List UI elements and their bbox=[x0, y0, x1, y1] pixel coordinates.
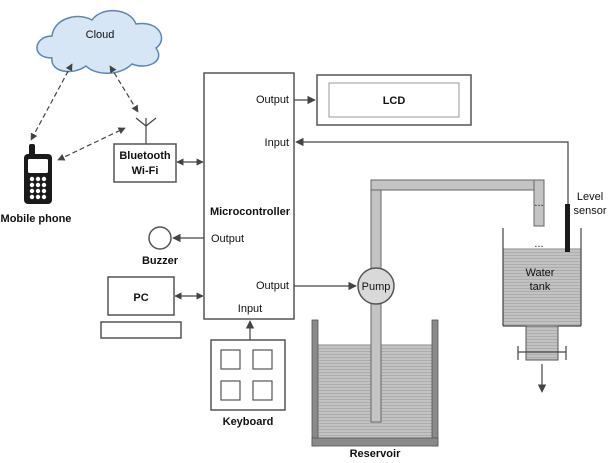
reservoir-left-wall bbox=[311, 319, 319, 447]
water-tank-outlet bbox=[525, 325, 559, 361]
mobile-phone-label: Mobile phone bbox=[1, 213, 72, 225]
pump-icon bbox=[357, 267, 395, 305]
keyboard-key bbox=[220, 380, 241, 401]
output-buzzer-label: Output bbox=[211, 233, 244, 245]
buzzer: Buzzer bbox=[142, 226, 179, 267]
level-sensor-label-line2: sensor bbox=[573, 205, 606, 217]
bluetooth-box bbox=[113, 143, 177, 183]
wifi-label: Wi-Fi bbox=[132, 165, 159, 177]
pc-monitor bbox=[107, 276, 175, 316]
reservoir-right-wall bbox=[431, 319, 439, 447]
cloud-phone-link bbox=[30, 63, 73, 141]
cloud: Cloud bbox=[36, 10, 163, 74]
water-tank-label-line2: tank bbox=[530, 281, 551, 293]
input-keyboard-label: Input bbox=[238, 303, 262, 315]
level-sensor-label-line1: Level bbox=[577, 191, 603, 203]
mobile-phone: Mobile phone bbox=[1, 144, 72, 225]
output-pump-label: Output bbox=[256, 280, 289, 292]
sensor-mcu-arrow bbox=[295, 137, 569, 204]
pc: PC bbox=[100, 276, 182, 339]
bluetooth-wifi-module: Bluetooth Wi-Fi bbox=[113, 117, 177, 183]
cloud-label: Cloud bbox=[86, 29, 115, 41]
pc-keyboard-base bbox=[100, 321, 182, 339]
cloud-shape bbox=[36, 10, 163, 74]
pc-label: PC bbox=[133, 292, 148, 304]
keyboard: Keyboard bbox=[210, 339, 286, 428]
bluetooth-label: Bluetooth bbox=[119, 150, 171, 162]
lcd-label: LCD bbox=[383, 95, 406, 107]
buzzer-icon bbox=[148, 226, 172, 250]
water-tank-water bbox=[503, 248, 581, 326]
level-sensor-probe bbox=[565, 204, 570, 252]
horizontal-pipe bbox=[370, 179, 545, 191]
drip-dots: ... bbox=[534, 238, 543, 250]
riser-pipe bbox=[370, 179, 382, 273]
lcd-screen bbox=[328, 82, 460, 118]
keyboard-key bbox=[252, 349, 273, 370]
output-lcd-label: Output bbox=[256, 94, 289, 106]
reservoir-bottom bbox=[311, 437, 439, 447]
keyboard-label: Keyboard bbox=[223, 416, 274, 428]
keyboard-key bbox=[220, 349, 241, 370]
lcd-display: LCD bbox=[316, 74, 472, 126]
mobile-phone-icon bbox=[24, 144, 52, 204]
antenna-icon bbox=[135, 117, 157, 144]
water-tank: Water tank ... ... bbox=[502, 197, 582, 361]
reservoir-label: Reservoir bbox=[350, 448, 401, 458]
drip-dots: ... bbox=[534, 197, 543, 209]
intake-pipe bbox=[370, 299, 382, 423]
phone-antenna-link bbox=[57, 127, 126, 161]
buzzer-label: Buzzer bbox=[142, 255, 179, 267]
microcontroller-label: Microcontroller bbox=[210, 206, 291, 218]
pump-label: Pump bbox=[362, 281, 391, 293]
pump: Pump bbox=[357, 267, 395, 305]
level-sensor: Level sensor bbox=[565, 191, 607, 252]
water-tank-label-line1: Water bbox=[526, 267, 555, 279]
cloud-antenna-link bbox=[109, 65, 139, 113]
keyboard-key bbox=[252, 380, 273, 401]
microcontroller-box bbox=[203, 72, 295, 320]
input-sensor-label: Input bbox=[265, 137, 289, 149]
microcontroller: Microcontroller Output Input Output Outp… bbox=[203, 72, 295, 320]
outlet-pipe bbox=[533, 179, 545, 227]
